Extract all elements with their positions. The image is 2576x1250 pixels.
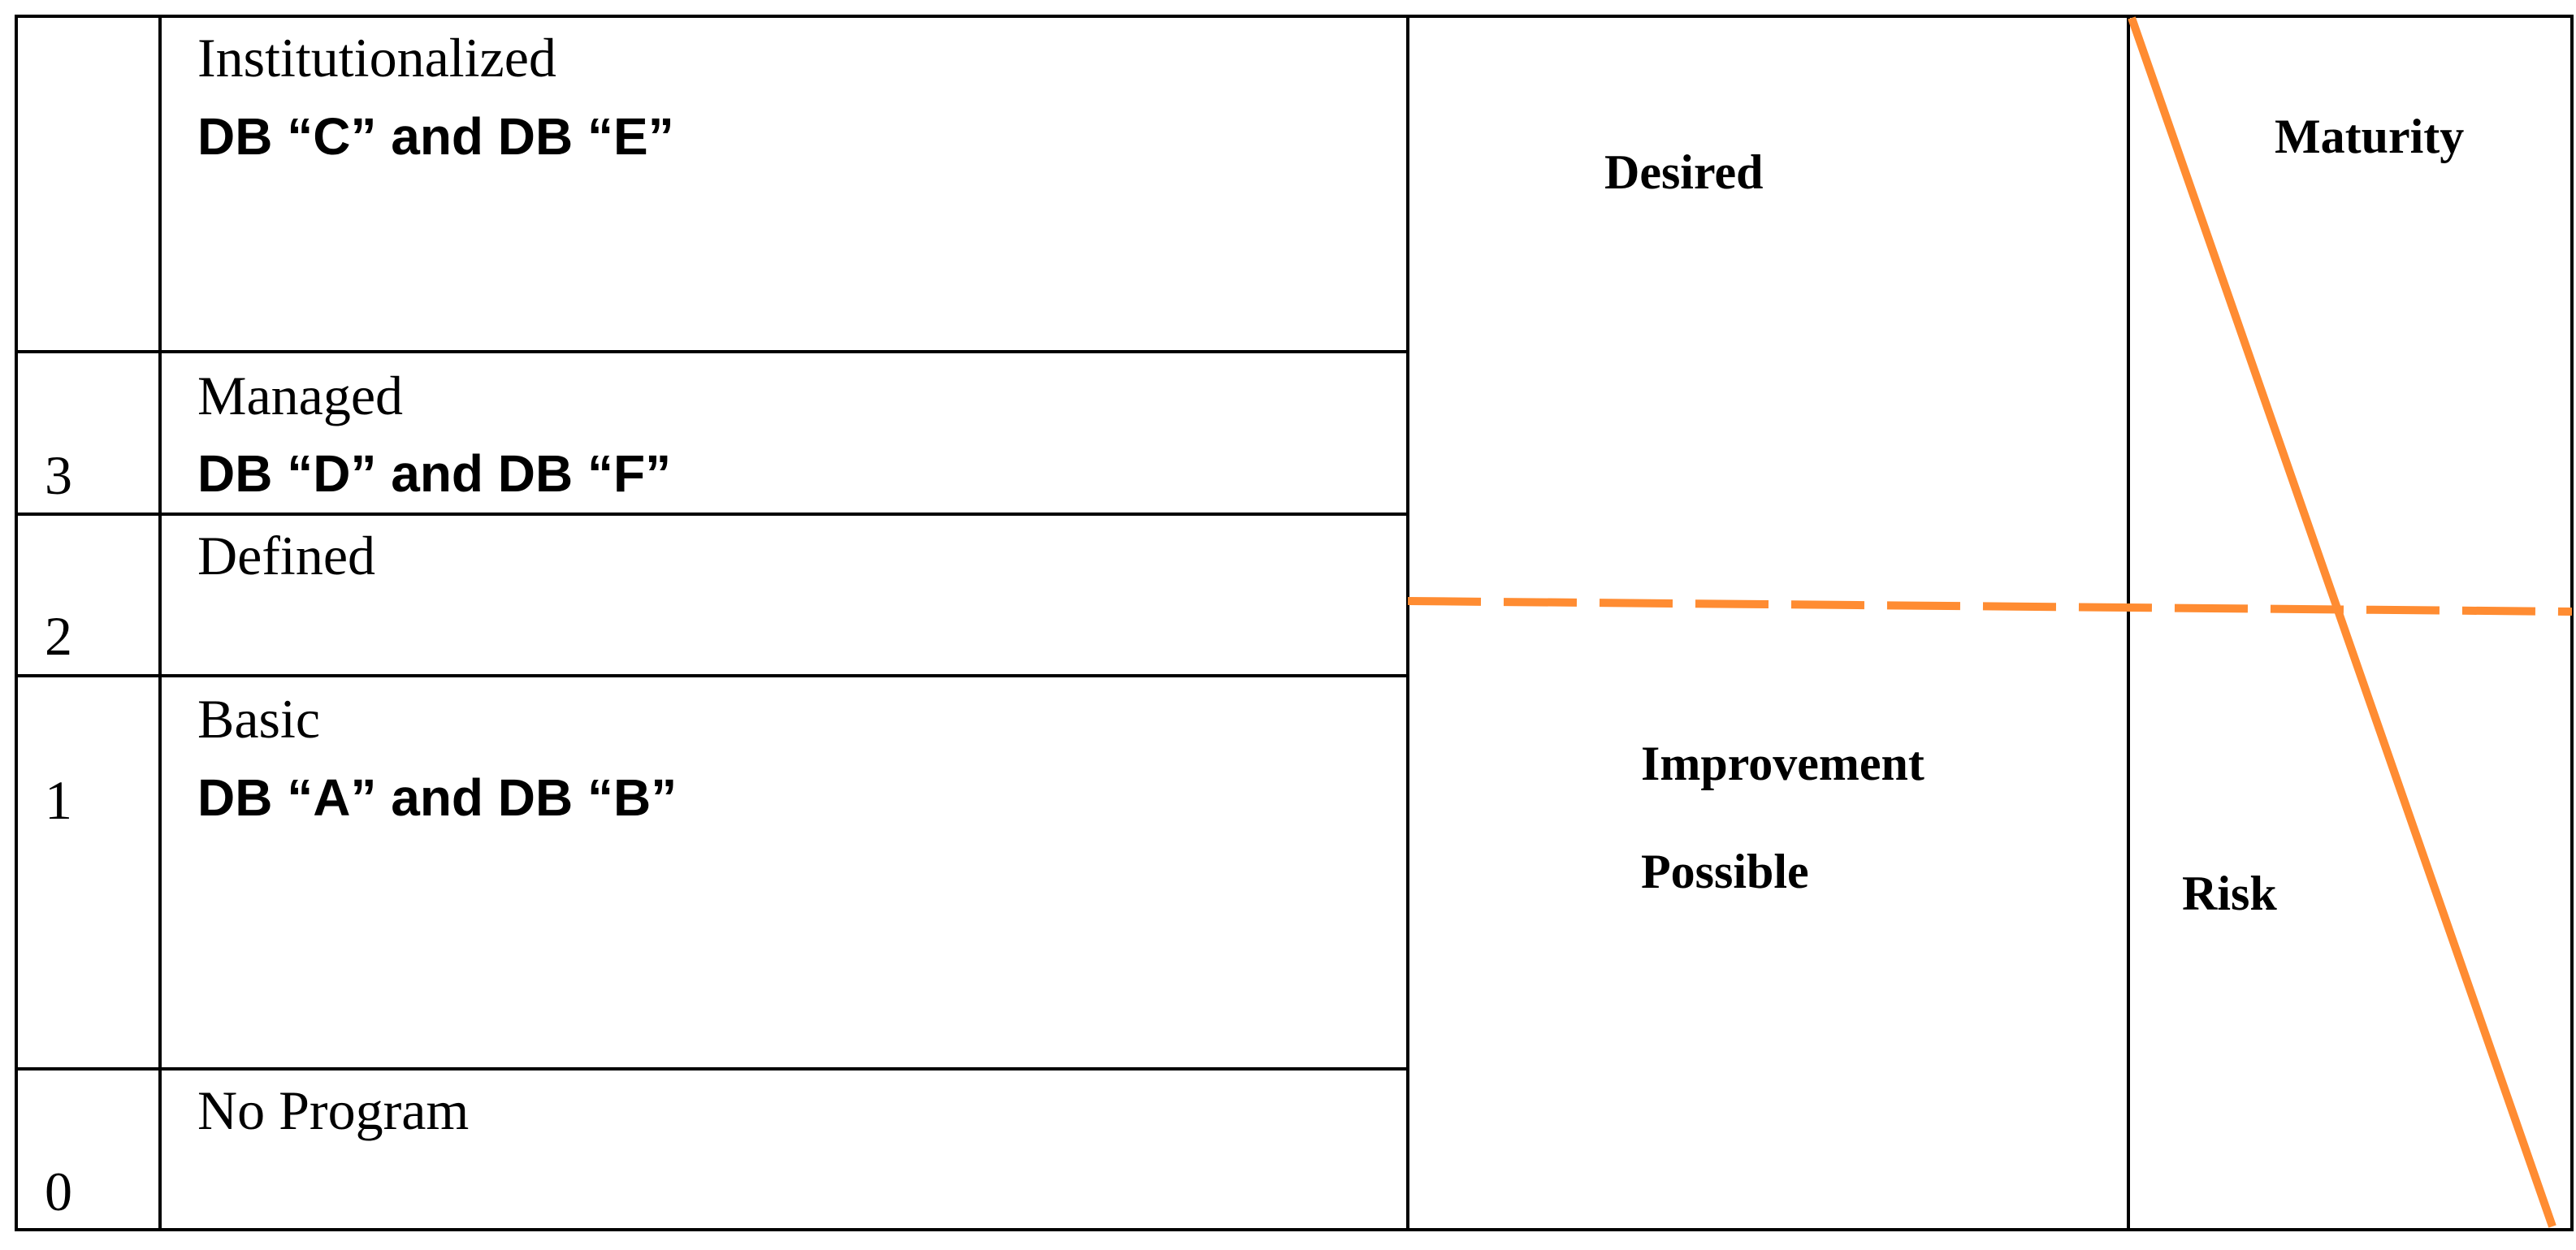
level-databases: DB “A” and DB “B” bbox=[197, 768, 677, 827]
level-row-defined: 2 Defined bbox=[45, 525, 375, 667]
level-row-no-program: 0 No Program bbox=[45, 1079, 469, 1222]
level-name: No Program bbox=[197, 1079, 469, 1141]
level-databases: DB “D” and DB “F” bbox=[197, 444, 671, 503]
level-name: Basic bbox=[197, 688, 320, 750]
level-row-institutionalized: Institutionalized DB “C” and DB “E” bbox=[197, 27, 674, 166]
threshold-dashed-line bbox=[1407, 597, 2573, 616]
level-row-managed: 3 Managed DB “D” and DB “F” bbox=[45, 365, 671, 506]
table-border bbox=[15, 15, 2574, 1231]
possible-label: Possible bbox=[1641, 845, 1809, 898]
level-number: 2 bbox=[45, 605, 72, 667]
risk-label: Risk bbox=[2182, 867, 2277, 920]
level-name: Institutionalized bbox=[197, 27, 556, 89]
level-name: Managed bbox=[197, 365, 403, 426]
level-number: 3 bbox=[45, 444, 72, 506]
level-name: Defined bbox=[197, 525, 375, 586]
level-number: 1 bbox=[45, 769, 72, 831]
level-databases: DB “C” and DB “E” bbox=[197, 107, 674, 166]
level-number: 0 bbox=[45, 1161, 72, 1222]
desired-label: Desired bbox=[1604, 145, 1764, 199]
improvement-label: Improvement bbox=[1641, 737, 1924, 790]
level-row-basic: 1 Basic DB “A” and DB “B” bbox=[45, 688, 677, 831]
maturity-risk-diagonal-line bbox=[2128, 16, 2557, 1228]
maturity-label: Maturity bbox=[2275, 110, 2464, 163]
